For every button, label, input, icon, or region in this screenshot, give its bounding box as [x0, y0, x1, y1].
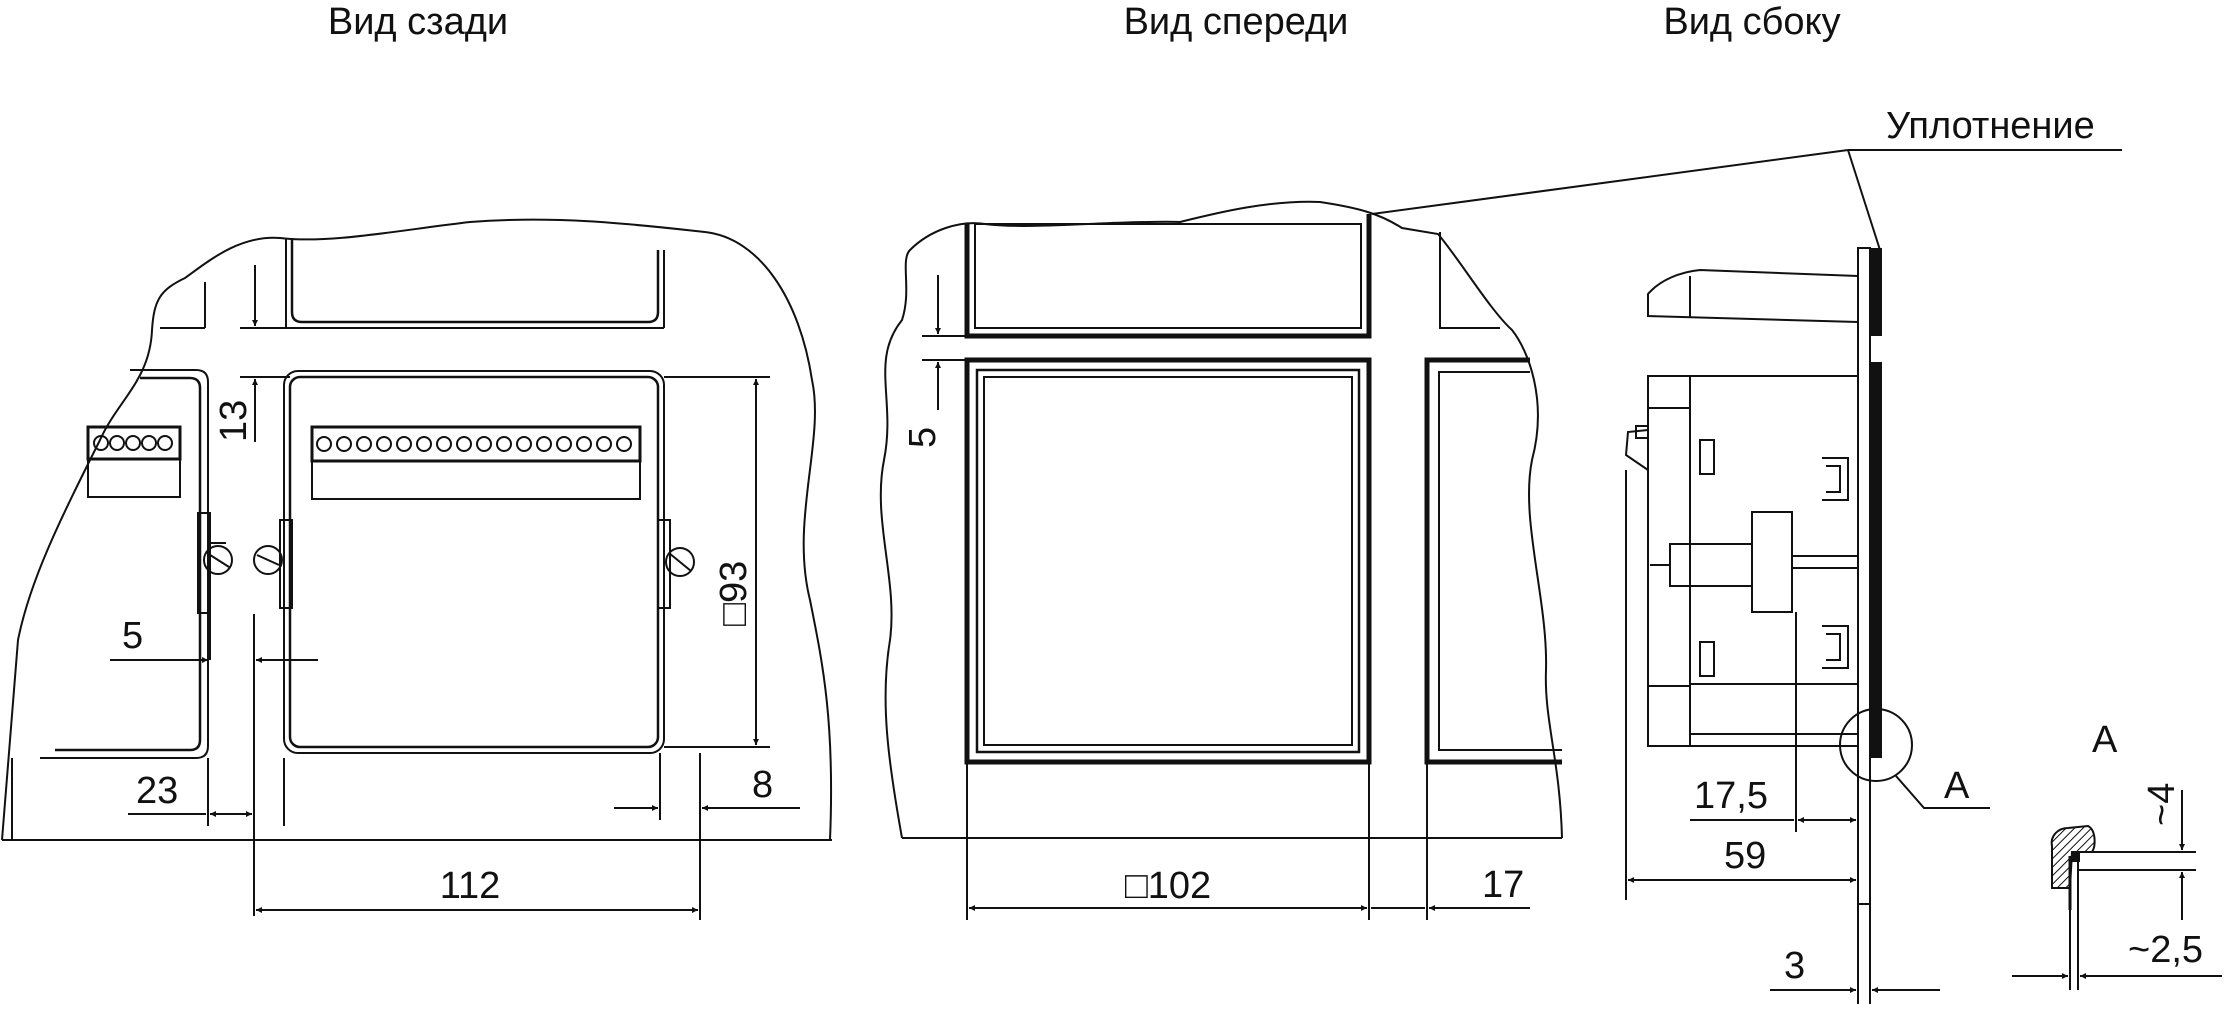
- front-right-upper-cutout: [1439, 232, 1500, 329]
- side-clip-bottom: [1822, 625, 1849, 669]
- side-seal-lower: [1870, 362, 1882, 758]
- dim-front-5-label: 5: [902, 427, 944, 448]
- dim-17-5-label: 17,5: [1694, 775, 1768, 817]
- side-rear-connector-tab: [1635, 425, 1649, 439]
- seal-callout: Уплотнение: [1371, 105, 2122, 251]
- rear-left-device-outer: [40, 369, 209, 759]
- front-right-device-inner: [1438, 371, 1562, 751]
- side-clamp-block: [1751, 511, 1793, 613]
- detail-a-circle: [1839, 708, 1913, 782]
- rear-main-device-frame: [288, 375, 660, 749]
- rear-upper-cutout: [290, 238, 660, 324]
- rear-view-title: Вид сзади: [328, 1, 508, 43]
- detail-a-leader: [1895, 775, 1990, 809]
- dim-59-label: 59: [1724, 835, 1766, 877]
- dim-13-label: 13: [213, 400, 255, 442]
- side-upper-device: [1647, 268, 1859, 323]
- side-clamp-screw: [1669, 543, 1753, 587]
- rear-main-terminal-base: [311, 460, 641, 500]
- dim-112-label: 112: [440, 865, 501, 907]
- side-rear-connector: [1624, 429, 1649, 471]
- dim-5-rear-label: 5: [122, 615, 143, 657]
- front-panel-break-outline: [879, 200, 1563, 839]
- rear-left-terminals: [93, 435, 173, 451]
- front-main-device-frame: [964, 357, 1372, 765]
- dim-2-5-label: ~2,5: [2128, 929, 2203, 971]
- side-panel-plate: [1857, 247, 1871, 905]
- dim-4-label: ~4: [2141, 783, 2183, 826]
- seal-label: Уплотнение: [1886, 105, 2095, 147]
- detail-a-ref: А: [1944, 765, 1970, 807]
- side-view: А 17,5 59 3: [1624, 247, 1990, 1004]
- front-view: 5 □102 17: [879, 200, 1563, 920]
- rear-main-terminals: [316, 436, 632, 452]
- rear-panel-break-outline: [1, 218, 833, 841]
- dim-8-label: 8: [752, 764, 773, 806]
- front-upper-device-frame: [964, 214, 1372, 339]
- rear-clamp-center: [253, 519, 293, 609]
- side-slot-top: [1699, 439, 1715, 475]
- detail-a-title: А: [2092, 719, 2118, 761]
- front-view-title: Вид спереди: [1124, 1, 1349, 43]
- front-main-device-window: [975, 368, 1361, 754]
- side-clip-top: [1822, 457, 1849, 501]
- front-upper-device-inner: [974, 223, 1362, 329]
- front-main-device-screen: [983, 376, 1353, 746]
- side-seal-upper: [1870, 248, 1882, 336]
- rear-left-device-frame: [55, 376, 202, 752]
- rear-clamp-right: [657, 519, 695, 609]
- detail-a-seal-lip: [2072, 852, 2080, 862]
- side-view-title: Вид сбоку: [1663, 1, 1840, 43]
- dim-102-label: □102: [1125, 865, 1211, 907]
- rear-main-device-outer: [283, 370, 665, 754]
- dim-93-label: □93: [713, 561, 755, 626]
- dim-23-label: 23: [136, 770, 178, 812]
- rear-left-terminal-strip: [86, 425, 182, 461]
- rear-left-terminal-base: [87, 458, 181, 498]
- dim-3-label: 3: [1784, 945, 1805, 987]
- seal-leader-side: [1847, 149, 1881, 251]
- rear-view: 13 5 23 □93 8 112: [1, 218, 833, 920]
- seal-leader-front: [1371, 149, 1849, 215]
- front-right-device-frame: [1424, 357, 1562, 765]
- rear-clamp-left: [197, 512, 233, 614]
- detail-a: А ~4 ~2,5: [2012, 719, 2222, 990]
- side-device-body: [1647, 375, 1858, 747]
- dim-17-label: 17: [1482, 864, 1524, 906]
- side-slot-bottom: [1699, 641, 1715, 677]
